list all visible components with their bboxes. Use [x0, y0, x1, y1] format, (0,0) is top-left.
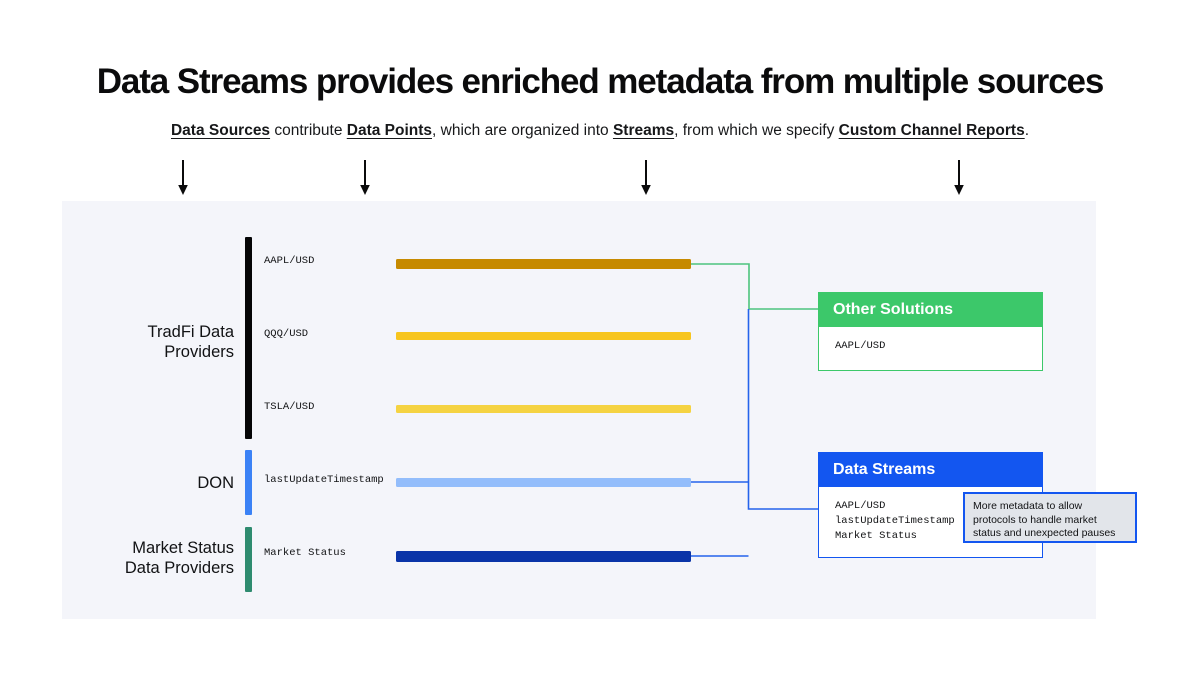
- data-source-label: Market Status Data Providers: [124, 539, 234, 577]
- arrow-custom-channel-reports: [952, 160, 966, 196]
- data-point-label: Market Status: [264, 547, 346, 559]
- data-point-label: lastUpdateTimestamp: [264, 474, 384, 486]
- data-source-bar: [245, 450, 252, 515]
- metadata-tooltip: More metadata to allow protocols to hand…: [963, 492, 1137, 543]
- report-card-items: AAPL/USD: [835, 340, 886, 352]
- report-card-title: Data Streams: [819, 453, 1042, 487]
- report-card-title: Other Solutions: [819, 293, 1042, 327]
- subtitle-term: Custom Channel Reports: [838, 122, 1025, 139]
- stream-bar: [396, 405, 691, 413]
- page-subtitle: Data Sources contribute Data Points, whi…: [0, 122, 1200, 140]
- subtitle-text: , from which we specify: [674, 122, 839, 139]
- subtitle-text: .: [1024, 122, 1029, 139]
- subtitle-text: , which are organized into: [432, 122, 613, 139]
- stream-bar: [396, 551, 691, 562]
- subtitle-term: Streams: [612, 122, 675, 139]
- arrow-streams: [639, 160, 653, 196]
- data-point-label: AAPL/USD: [264, 255, 315, 267]
- subtitle-term: Data Sources: [170, 122, 271, 139]
- subtitle-text: contribute: [270, 122, 347, 139]
- data-point-label: TSLA/USD: [264, 401, 315, 413]
- arrow-data-sources: [176, 160, 190, 196]
- data-source-label: DON: [197, 474, 234, 492]
- data-source-bar: [245, 237, 252, 439]
- arrow-data-points: [358, 160, 372, 196]
- data-source-bar: [245, 527, 252, 592]
- data-point-label: QQQ/USD: [264, 328, 309, 340]
- data-source-label: TradFi Data Providers: [147, 323, 235, 361]
- subtitle-term: Data Points: [346, 122, 433, 139]
- stream-bar: [396, 478, 691, 487]
- stream-bar: [396, 332, 691, 340]
- report-card-items: AAPL/USD lastUpdateTimestamp Market Stat…: [835, 500, 955, 542]
- stream-bar: [396, 259, 691, 269]
- page-title: Data Streams provides enriched metadata …: [96, 62, 1105, 101]
